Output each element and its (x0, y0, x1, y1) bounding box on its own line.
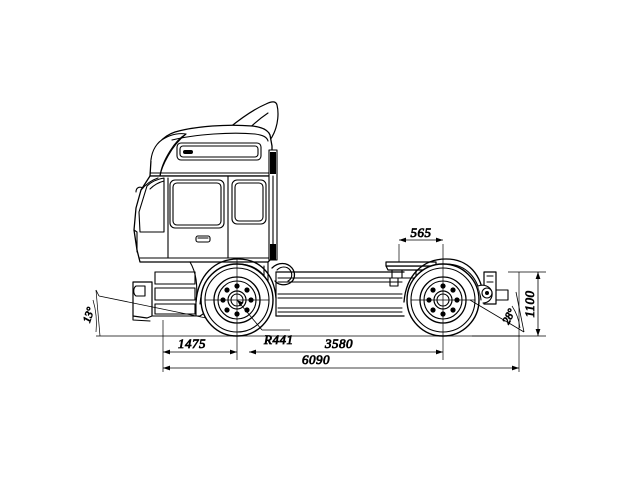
dimension-front-overhang: 1475 (163, 336, 237, 355)
sleeper-window (231, 179, 267, 225)
dimension-front-overhang-label: 1475 (178, 336, 206, 351)
dimension-overall-length-label: 6090 (302, 352, 330, 367)
dimension-wheel-radius-label: R441 (263, 332, 293, 347)
dimension-wheelbase: 3580 (249, 336, 443, 355)
dimension-wheelbase-label: 3580 (324, 336, 353, 351)
dimension-wheel-radius: R441 (236, 299, 293, 347)
chassis-frame (275, 271, 405, 317)
dimension-overall-length: 6090 (163, 352, 519, 371)
mudflap (477, 271, 509, 305)
front-bumper (132, 271, 207, 322)
cab-body (133, 175, 273, 263)
windshield (138, 177, 165, 233)
fuel-tank (277, 277, 403, 313)
dimension-rear-overhang: 1100 (472, 271, 546, 337)
door-window (169, 179, 225, 229)
angle-approach-label: 13° (81, 305, 97, 324)
dimension-rear-overhang-label: 1100 (522, 290, 537, 317)
cab-rear-panel (268, 149, 278, 261)
dimension-fifth-wheel-offset: 565 (398, 225, 444, 262)
angle-approach: 13° (81, 289, 207, 337)
sleeper-cab (149, 124, 273, 177)
dimension-fifth-wheel-offset-label: 565 (411, 225, 432, 240)
